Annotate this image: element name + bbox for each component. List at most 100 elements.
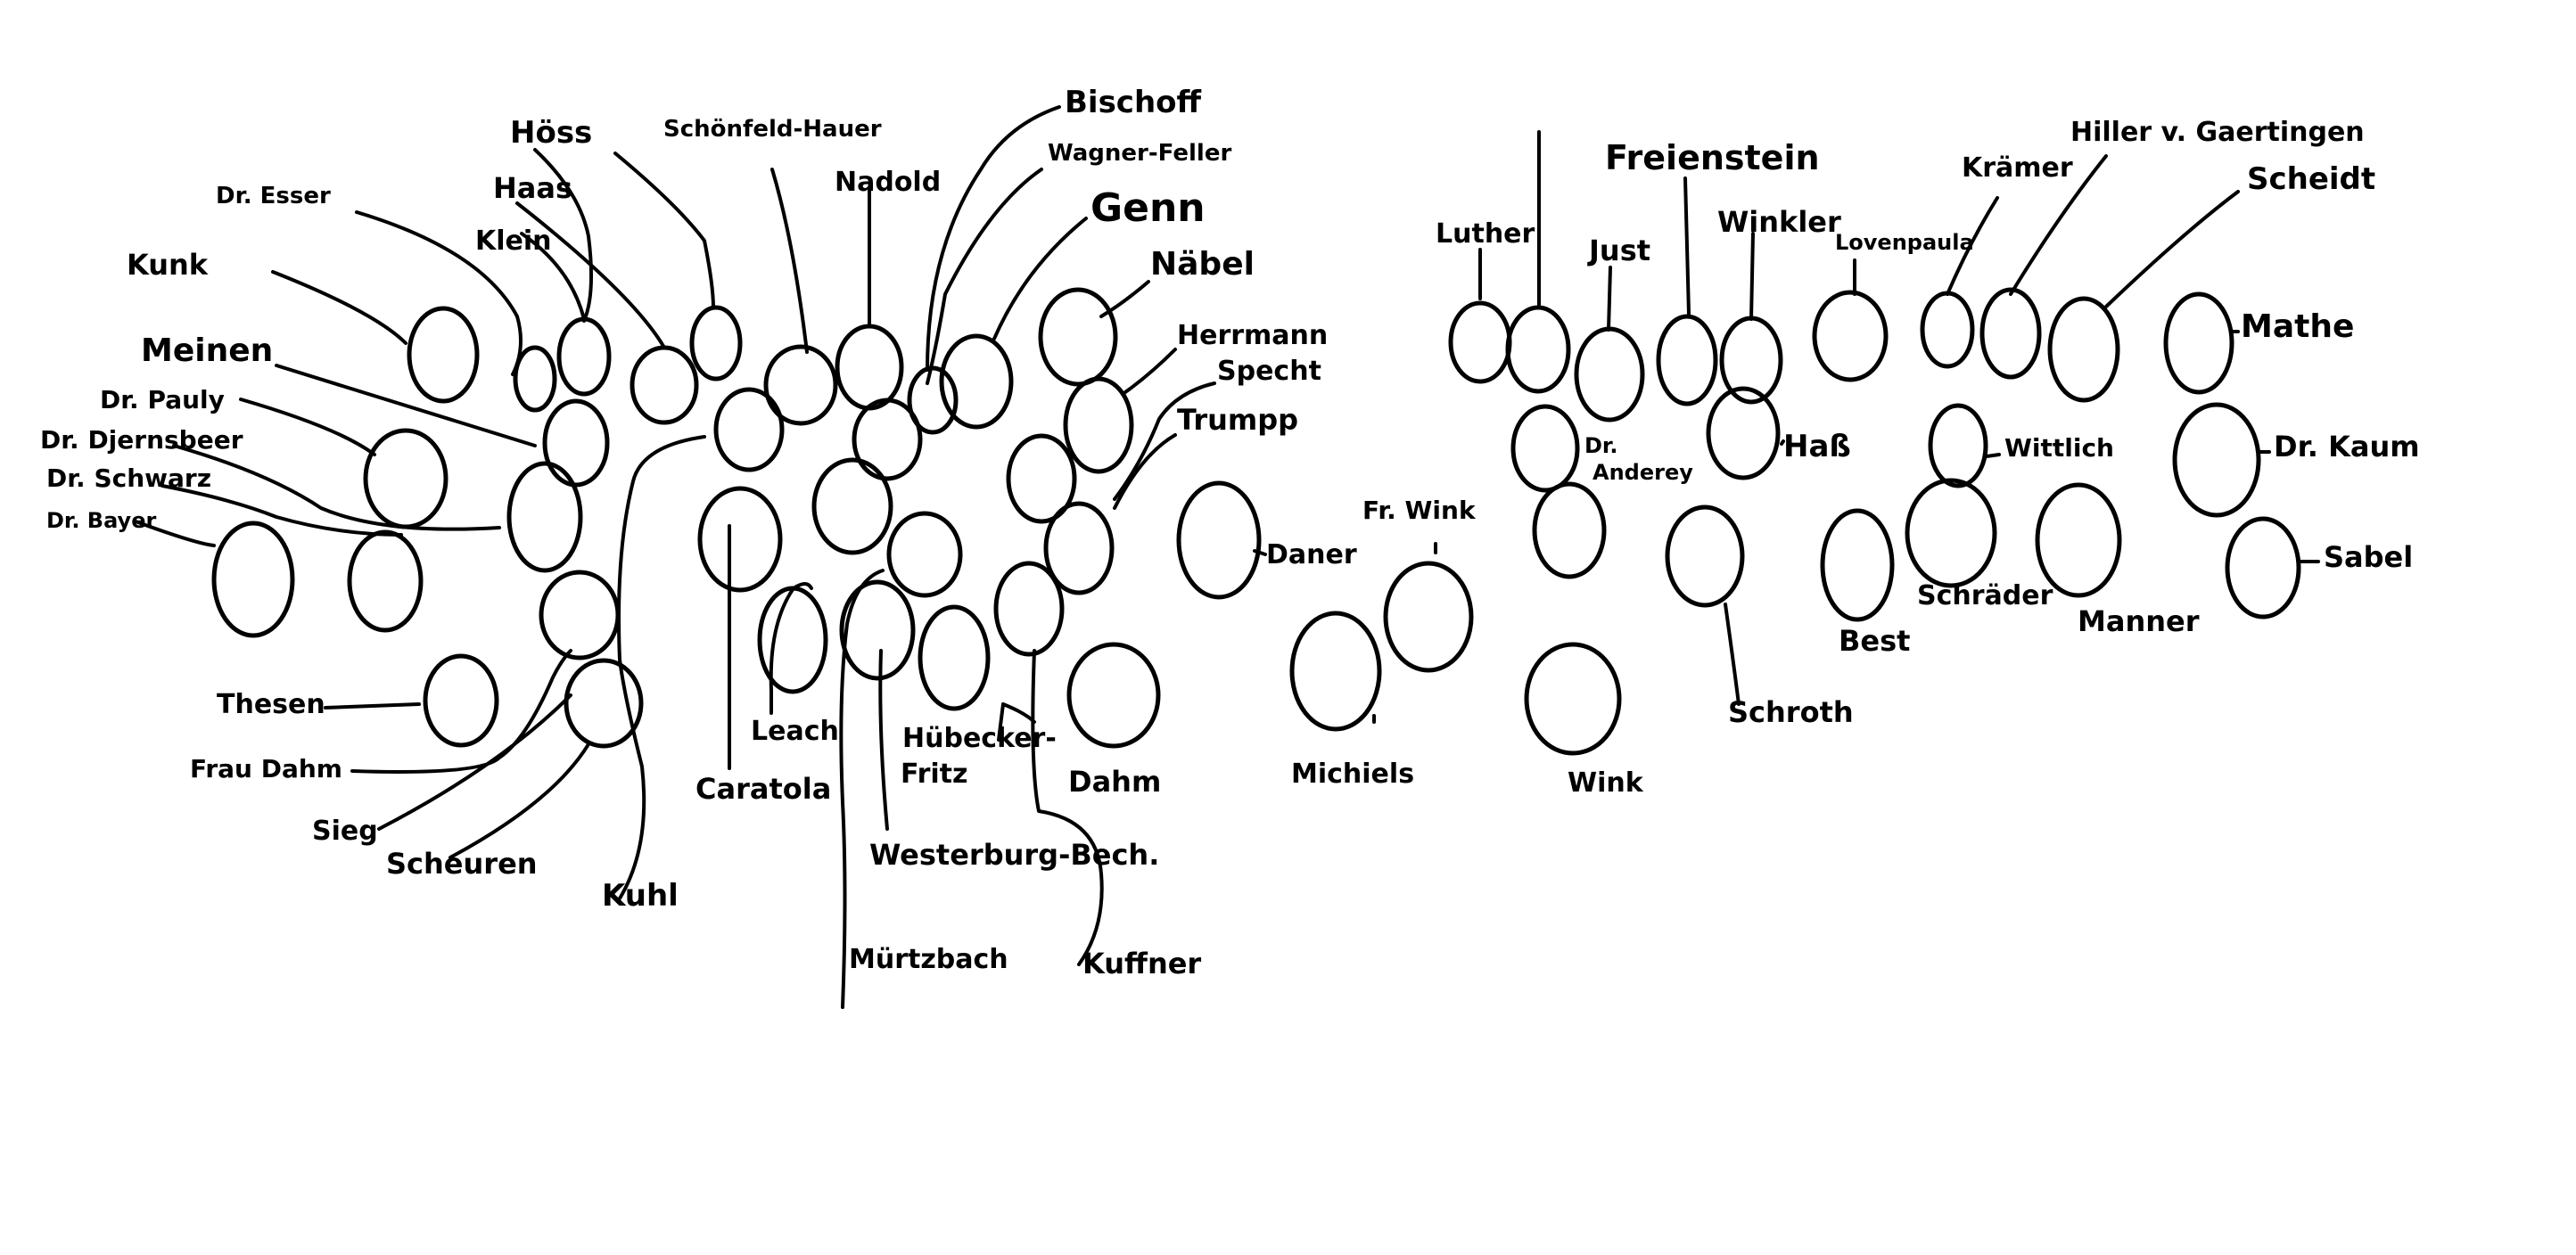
leader-line [1607, 266, 1612, 332]
label-winkler: Winkler [1717, 205, 1841, 239]
label-huebecker-fritz: Hübecker-Fritz [901, 723, 1057, 790]
label-michiels: Michiels [1291, 759, 1414, 790]
label-haas: Haas [493, 171, 572, 205]
label-wittlich: Wittlich [2004, 433, 2114, 463]
head-outline [1510, 404, 1580, 493]
label-schraeder: Schräder [1917, 580, 2053, 611]
leader-line [1123, 348, 1177, 394]
leader-line [2104, 190, 2240, 308]
head-outline [1006, 433, 1077, 524]
head-outline [2035, 482, 2122, 598]
head-outline [423, 653, 499, 748]
label-frau-dahm: Frau Dahm [190, 754, 342, 783]
leader-line [355, 210, 523, 376]
label-luther: Luther [1436, 218, 1535, 250]
head-outline [1812, 290, 1889, 382]
label-dr-esser: Dr. Esser [216, 183, 331, 209]
leader-line [1031, 649, 1104, 966]
head-outline [811, 457, 893, 555]
head-outline [630, 345, 699, 425]
leader-line [515, 201, 666, 349]
label-dahm: Dahm [1068, 765, 1161, 799]
label-schroth: Schroth [1728, 695, 1854, 729]
head-outline [1979, 287, 2042, 380]
leader-line [617, 435, 706, 900]
label-specht: Specht [1217, 356, 1321, 387]
head-outline [993, 561, 1065, 657]
leader-line [275, 364, 537, 447]
label-nadold: Nadold [835, 167, 941, 198]
leader-line [533, 148, 594, 323]
leader-line [997, 702, 1005, 742]
leader-line [926, 168, 1043, 385]
label-westerburg-bech: Westerburg-Bech. [869, 838, 1159, 872]
head-outline [1524, 642, 1622, 756]
head-outline [939, 333, 1014, 430]
head-outline [539, 570, 621, 660]
label-scheidt: Scheidt [2247, 161, 2375, 197]
leader-line [324, 702, 421, 710]
label-sabel: Sabel [2324, 540, 2413, 574]
head-outline [697, 486, 783, 593]
leader-line [1724, 603, 1741, 706]
leader-line [1749, 232, 1755, 321]
leader-line [769, 582, 813, 715]
head-outline [918, 604, 991, 711]
label-dr-pauly: Dr. Pauly [100, 385, 225, 414]
head-outline [2163, 291, 2234, 395]
head-outline [852, 398, 923, 481]
head-outline [1043, 501, 1115, 595]
label-mathe: Mathe [2241, 308, 2354, 345]
label-sieg: Sieg [312, 816, 378, 847]
label-leach: Leach [751, 716, 839, 747]
head-outline [1383, 561, 1474, 673]
leader-line [160, 484, 403, 537]
label-meinen: Meinen [141, 332, 273, 369]
head-outline [1905, 478, 1997, 588]
label-kuffner: Kuffner [1082, 947, 1201, 980]
label-dr-djernsbeer: Dr. Djernsbeer [40, 425, 243, 455]
leader-line [1001, 702, 1036, 724]
label-hiller-v-gaertingen: Hiller v. Gaertingen [2070, 117, 2365, 148]
head-outline [211, 521, 295, 638]
label-dr-schwarz: Dr. Schwarz [46, 463, 211, 493]
label-trumpp: Trumpp [1177, 403, 1298, 437]
head-outline [1574, 326, 1645, 422]
leader-line [172, 444, 501, 531]
head-outline [1505, 305, 1571, 394]
leader-line [134, 520, 216, 547]
head-outline [347, 529, 424, 633]
head-outline [1706, 386, 1781, 480]
label-daner: Daner [1266, 539, 1357, 570]
leader-line [1099, 280, 1150, 318]
head-outline [2172, 402, 2261, 518]
head-outline [1176, 480, 1262, 600]
head-outline [2225, 516, 2301, 619]
leader-line [239, 398, 376, 456]
head-outline [2047, 296, 2120, 403]
leader-line [1683, 176, 1691, 316]
leader-line [613, 152, 715, 309]
label-klein: Klein [475, 226, 552, 257]
leader-line [1113, 381, 1216, 501]
label-hoess: Höss [510, 115, 592, 151]
leader-line [350, 649, 572, 774]
head-outline [1920, 291, 1975, 369]
label-muertzbach: Mürtzbach [849, 944, 1008, 975]
head-outline [1928, 403, 1988, 488]
head-outline [542, 398, 610, 488]
label-scheuren: Scheuren [386, 847, 538, 881]
head-outline [564, 658, 644, 749]
label-dr-anderey: Dr.Anderey [1584, 433, 1693, 485]
head-outline [407, 306, 480, 404]
label-bischoff: Bischoff [1065, 85, 1202, 120]
leader-line [1985, 453, 2001, 458]
head-outline [886, 511, 963, 598]
head-outline [1448, 300, 1512, 384]
leader-line [520, 232, 586, 321]
leader-line [1253, 549, 1267, 556]
leader-line [926, 105, 1061, 372]
label-just: Just [1587, 234, 1650, 267]
label-manner: Manner [2078, 604, 2200, 638]
